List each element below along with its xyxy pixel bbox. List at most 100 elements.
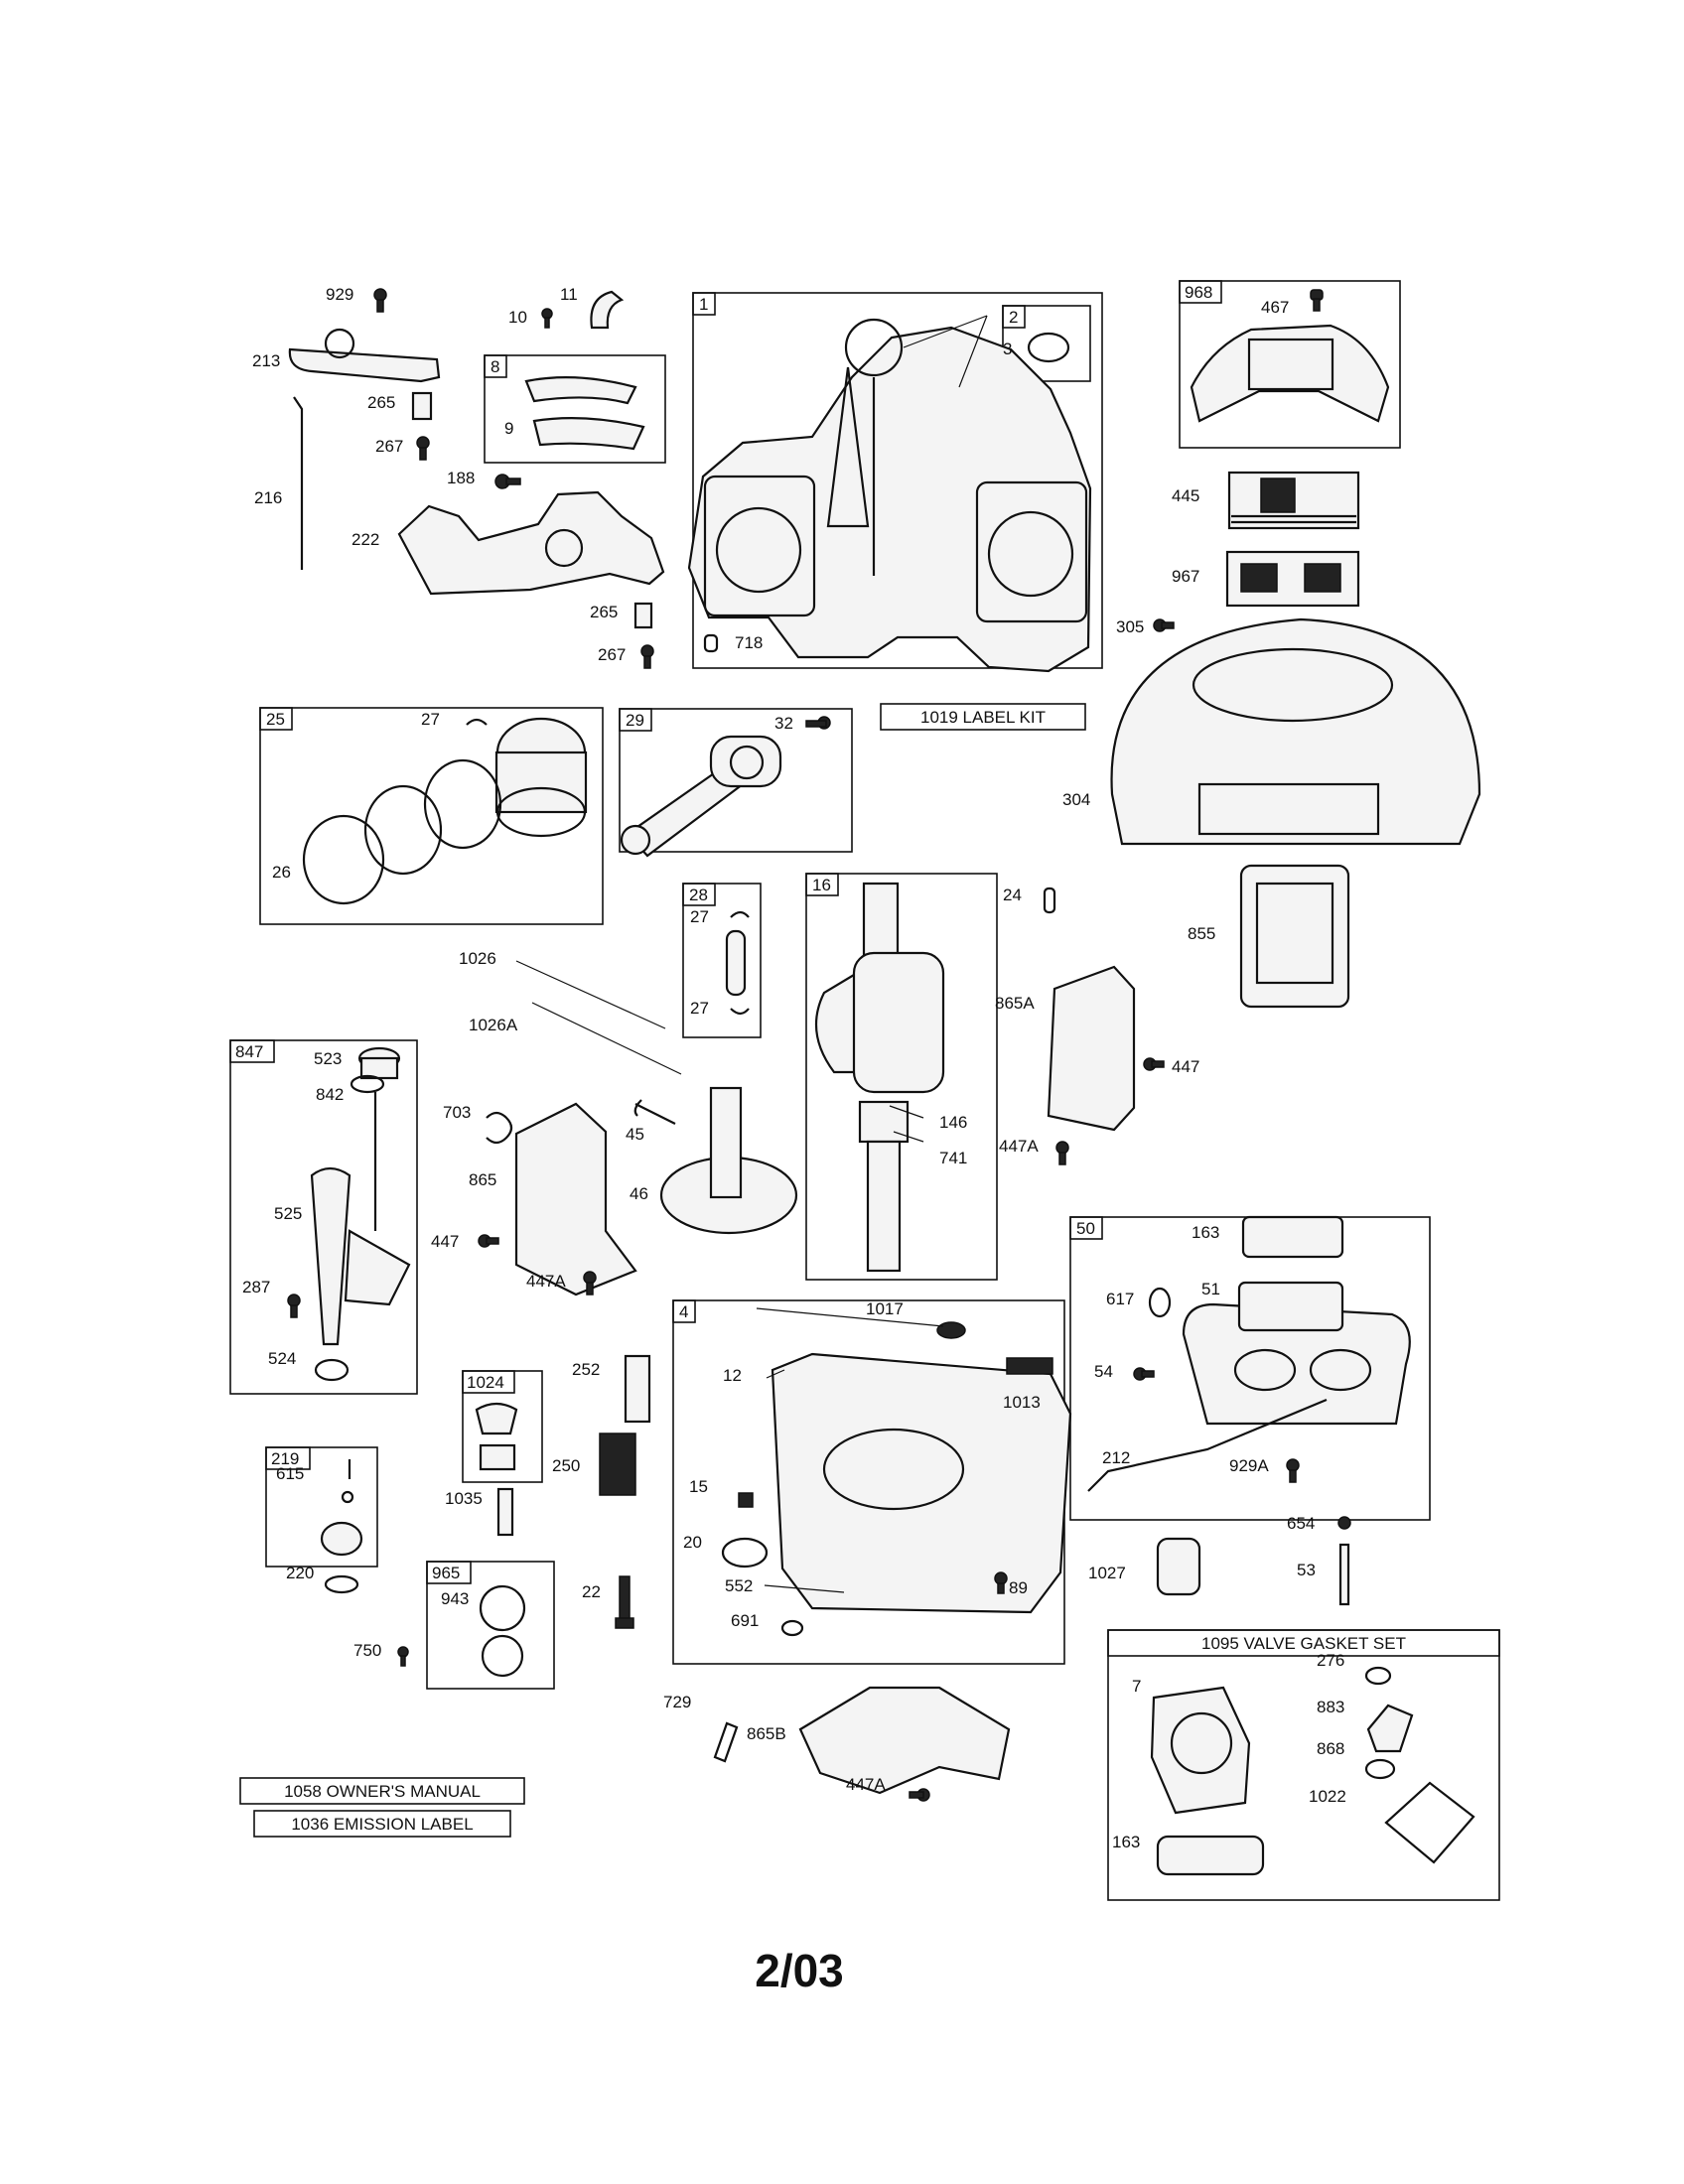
seal-3-icon <box>1027 332 1070 363</box>
valve-gasket-set-1095: 1095 VALVE GASKET SET <box>1201 1634 1406 1653</box>
callout-523: 523 <box>314 1049 342 1068</box>
callout-615: 615 <box>276 1464 304 1483</box>
callout-287: 287 <box>242 1278 270 1297</box>
head-gasket-7-icon <box>1150 1686 1251 1815</box>
knob-467-icon <box>1310 289 1324 312</box>
callout-929: 929 <box>326 285 353 304</box>
bolt-22-icon <box>615 1575 634 1629</box>
callout-27c: 27 <box>690 999 709 1018</box>
dowel-24-icon <box>1043 887 1056 914</box>
shield-865-icon <box>514 1102 637 1297</box>
group-leader-lines <box>756 315 988 1593</box>
oil-seal-1017-icon <box>936 1321 966 1339</box>
connecting-rod-29-icon <box>620 735 782 858</box>
callout-10: 10 <box>508 308 527 327</box>
callout-943: 943 <box>441 1589 469 1608</box>
clip-265b-icon <box>633 602 653 629</box>
callout-11: 11 <box>560 285 578 304</box>
piston-pin-28-icon <box>725 929 747 997</box>
callout-220: 220 <box>286 1564 314 1582</box>
callout-967: 967 <box>1172 567 1199 586</box>
box-number-16: 16 <box>812 876 831 894</box>
callout-718: 718 <box>735 633 763 652</box>
screw-447a-icon <box>1143 1057 1165 1071</box>
box-number-1: 1 <box>699 295 708 314</box>
callout-20: 20 <box>683 1533 702 1552</box>
box-965-breather <box>426 1561 555 1690</box>
shield-865B-icon <box>798 1686 1011 1795</box>
group-kit-labels: 1019 LABEL KIT 1058 OWNER'S MANUAL 1036 … <box>239 703 1500 1838</box>
screw-305-icon <box>1153 618 1175 632</box>
screw-447b-icon <box>478 1234 499 1248</box>
callout-1013: 1013 <box>1003 1393 1041 1412</box>
air-cleaner-cover-968-icon <box>1190 324 1390 423</box>
callout-741: 741 <box>939 1149 967 1167</box>
callout-212: 212 <box>1102 1448 1130 1467</box>
callout-146: 146 <box>939 1113 967 1132</box>
plug-691-icon <box>780 1619 804 1637</box>
elbow-tube-11-icon <box>590 290 625 330</box>
callout-868: 868 <box>1317 1739 1344 1758</box>
callout-252: 252 <box>572 1360 600 1379</box>
intake-manifold-50-icon <box>1148 1215 1411 1426</box>
screw-89-icon <box>994 1571 1008 1594</box>
clip-265-icon <box>411 391 433 421</box>
box-number-25: 25 <box>266 710 285 729</box>
callout-163a: 163 <box>1192 1223 1219 1242</box>
link-212-icon <box>1087 1398 1328 1492</box>
callout-552: 552 <box>725 1576 753 1595</box>
callout-250: 250 <box>552 1456 580 1475</box>
seal-868-icon <box>1364 1758 1396 1780</box>
gasket-883-icon <box>1366 1704 1414 1753</box>
screw-188-icon <box>494 474 521 489</box>
callout-15: 15 <box>689 1477 708 1496</box>
dowel-718-icon <box>703 633 719 653</box>
link-rod-216-icon <box>293 396 304 570</box>
ring-26b-icon <box>363 784 443 876</box>
callout-524: 524 <box>268 1349 296 1368</box>
filter-252-icon <box>624 1354 651 1424</box>
callout-27a: 27 <box>421 710 440 729</box>
box-28-piston-pin <box>682 883 762 1038</box>
callout-865: 865 <box>469 1170 496 1189</box>
screw-267b-icon <box>640 644 654 669</box>
callout-3: 3 <box>1003 340 1012 358</box>
box-2-seal <box>1002 305 1091 382</box>
callout-22: 22 <box>582 1582 601 1601</box>
box-29-connecting-rod <box>619 708 853 853</box>
crankshaft-16-icon <box>814 882 945 1273</box>
callout-54: 54 <box>1094 1362 1113 1381</box>
governor-bracket-222-icon <box>397 490 665 596</box>
callout-447Ac: 447A <box>846 1775 886 1794</box>
oil-pump-1024-icon <box>475 1402 518 1471</box>
box-number-965: 965 <box>432 1564 460 1582</box>
callout-1027: 1027 <box>1088 1564 1126 1582</box>
box-1-cylinder-block <box>692 292 1103 669</box>
callout-447Aa: 447A <box>999 1137 1039 1156</box>
callout-865A: 865A <box>995 994 1035 1013</box>
callout-7: 7 <box>1132 1677 1141 1696</box>
gasket-276-icon <box>1364 1666 1392 1686</box>
box-number-8: 8 <box>491 357 499 376</box>
callout-617: 617 <box>1106 1290 1134 1308</box>
screw-750-icon <box>397 1646 409 1667</box>
pre-cleaner-967-icon <box>1225 550 1360 608</box>
stud-53-icon <box>1338 1543 1350 1606</box>
cover-965-icon <box>481 1634 524 1678</box>
screw-10-icon <box>541 308 553 329</box>
callout-729: 729 <box>663 1693 691 1711</box>
bolt-32-icon <box>805 716 831 730</box>
callout-267b: 267 <box>598 645 626 664</box>
box-number-28: 28 <box>689 886 708 904</box>
box-number-968: 968 <box>1185 283 1212 302</box>
box-8-governor-kit <box>484 354 666 464</box>
gasket-943-icon <box>479 1584 526 1632</box>
group-callouts: 929 11 10 213 265 267 216 9 188 222 265 … <box>242 285 1346 1851</box>
box-847-dipstick-tube <box>229 1039 418 1395</box>
valve-45-icon <box>633 1099 676 1125</box>
callout-12: 12 <box>723 1366 742 1385</box>
box-16-crankshaft <box>805 873 998 1281</box>
screw-287-icon <box>287 1294 301 1318</box>
callout-750: 750 <box>353 1641 381 1660</box>
